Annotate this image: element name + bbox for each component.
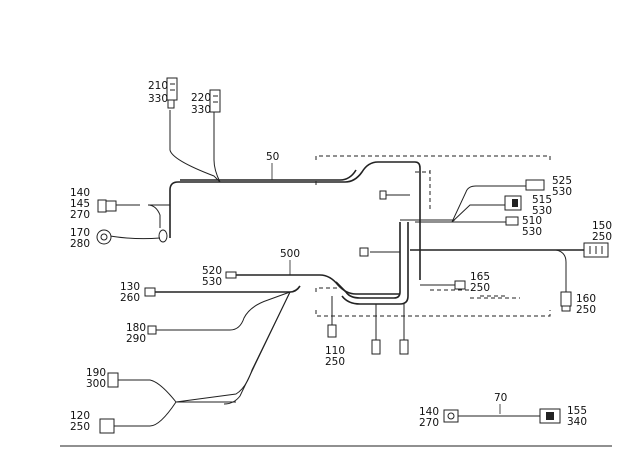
callout-280: 280: [70, 238, 90, 250]
callout-270b: 270: [419, 417, 439, 429]
callout-250e: 250: [70, 421, 90, 433]
callout-250a: 250: [592, 231, 612, 243]
callout-210: 210: [148, 80, 168, 92]
harness-500: [114, 274, 400, 427]
callout-220: 220: [191, 92, 211, 104]
connector-140b: [443, 409, 459, 423]
connector-180: [147, 325, 157, 335]
callout-530a: 530: [552, 186, 572, 198]
callout-110: 110: [325, 345, 345, 357]
callout-140b: 140: [419, 406, 439, 418]
callout-165: 165: [470, 271, 490, 283]
connector-510: [505, 216, 519, 226]
callout-140: 140: [70, 187, 90, 199]
callout-145: 145: [70, 198, 90, 210]
connector-110c: [399, 339, 409, 355]
connector-170: [96, 229, 112, 245]
callout-530b: 530: [532, 205, 552, 217]
harness-50: [109, 110, 584, 340]
callout-515: 515: [532, 194, 552, 206]
connector-160: [560, 291, 572, 312]
connector-stub: [359, 190, 387, 257]
callout-530c: 530: [522, 226, 542, 238]
callout-330b: 330: [191, 104, 211, 116]
callout-120: 120: [70, 410, 90, 422]
callout-340: 340: [567, 416, 587, 428]
callout-500: 500: [280, 248, 300, 260]
callout-180: 180: [126, 322, 146, 334]
callout-190: 190: [86, 367, 106, 379]
connector-110: [327, 324, 337, 338]
callout-250c: 250: [576, 304, 596, 316]
callout-530d: 530: [202, 276, 222, 288]
callout-300: 300: [86, 378, 106, 390]
callout-155: 155: [567, 405, 587, 417]
callout-270a: 270: [70, 209, 90, 221]
connector-220: [209, 89, 221, 113]
connector-155: [539, 408, 561, 424]
callout-150: 150: [592, 220, 612, 232]
callout-510: 510: [522, 215, 542, 227]
callout-330a: 330: [148, 93, 168, 105]
callout-260: 260: [120, 292, 140, 304]
callout-520: 520: [202, 265, 222, 277]
connector-190: [107, 372, 119, 388]
callout-70: 70: [494, 392, 507, 404]
dashed-routing-frames: [315, 155, 551, 317]
connector-210: [166, 77, 178, 109]
callout-160: 160: [576, 293, 596, 305]
callout-50: 50: [266, 151, 279, 163]
connector-110b: [371, 339, 381, 355]
connector-120: [99, 418, 115, 434]
callout-250b: 250: [470, 282, 490, 294]
callout-290: 290: [126, 333, 146, 345]
connector-515: [504, 195, 522, 211]
callout-labels: 210 330 220 330 50 140 145 270 170 280 5…: [70, 80, 612, 433]
connector-130: [144, 287, 156, 297]
callout-130: 130: [120, 281, 140, 293]
callout-525: 525: [552, 175, 572, 187]
callout-250d: 250: [325, 356, 345, 368]
connector-525: [525, 179, 545, 191]
connector-140-145: [97, 199, 117, 213]
connector-150: [583, 242, 609, 258]
connector-165: [454, 280, 466, 290]
harness-70: [458, 404, 540, 417]
callout-170: 170: [70, 227, 90, 239]
connector-520: [225, 271, 237, 279]
